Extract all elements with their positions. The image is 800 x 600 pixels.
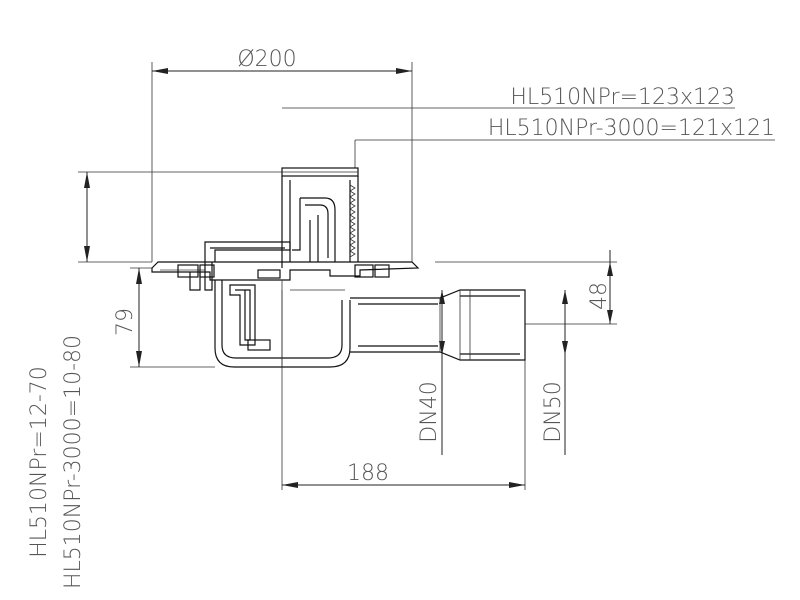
drain-body xyxy=(151,167,526,368)
grate-size-callout: HL510NPr=123x123 HL510NPr-3000=121x121 xyxy=(282,85,775,168)
dimension-188: 188 xyxy=(281,290,526,490)
height-3000-label: HL510NPr-3000=10-80 xyxy=(61,335,86,589)
diameter-label: Ø200 xyxy=(237,47,296,72)
height-standard-label: HL510NPr=12-70 xyxy=(27,366,52,558)
dimension-48: 48 xyxy=(435,250,617,325)
dimension-dn40: DN40 xyxy=(417,290,445,455)
dimension-height-range: HL510NPr=12-70 HL510NPr-3000=10-80 xyxy=(27,171,282,589)
dimension-79: 79 xyxy=(113,267,215,368)
depth-label: 79 xyxy=(113,308,138,336)
outlet-height-label: 48 xyxy=(587,282,612,310)
dn40-label: DN40 xyxy=(417,381,442,442)
dn50-label: DN50 xyxy=(541,381,566,442)
dimension-dn50: DN50 xyxy=(541,290,568,455)
grate-standard-label: HL510NPr=123x123 xyxy=(510,85,735,110)
grate-3000-label: HL510NPr-3000=121x121 xyxy=(488,116,775,141)
dimension-diameter: Ø200 xyxy=(151,47,413,262)
length-label: 188 xyxy=(347,461,389,486)
